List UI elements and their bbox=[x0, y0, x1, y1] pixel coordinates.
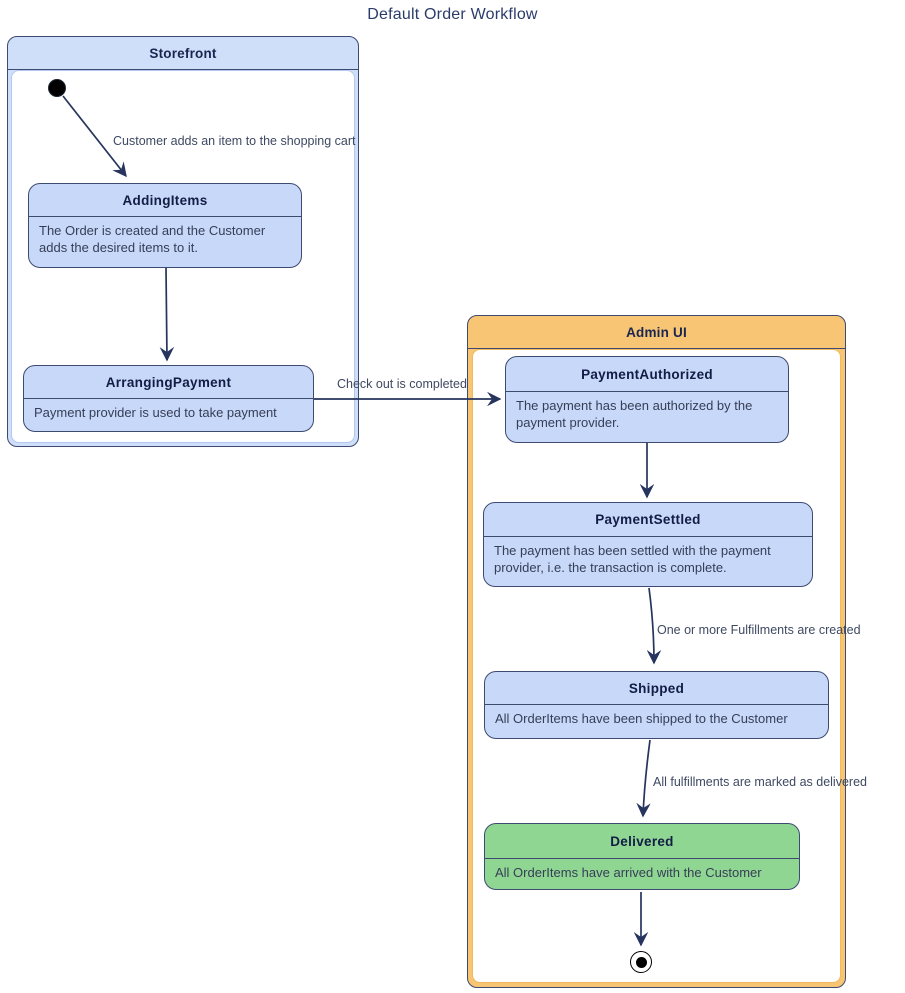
state-payment-authorized: PaymentAuthorized The payment has been a… bbox=[505, 356, 789, 443]
edge-addingitems-to-arrangingpayment bbox=[159, 267, 175, 362]
state-payment-authorized-description: The payment has been authorized by the p… bbox=[516, 398, 753, 430]
state-delivered-description: All OrderItems have arrived with the Cus… bbox=[495, 865, 762, 880]
storefront-container-title: Storefront bbox=[8, 37, 358, 70]
final-state-dot bbox=[635, 956, 647, 968]
state-shipped-title: Shipped bbox=[485, 672, 828, 705]
diagram-title: Default Order Workflow bbox=[367, 6, 538, 23]
admin-ui-container-title: Admin UI bbox=[468, 316, 845, 349]
initial-state-dot bbox=[48, 79, 66, 97]
state-delivered: Delivered All OrderItems have arrived wi… bbox=[484, 823, 800, 890]
state-arranging-payment-description: Payment provider is used to take payment bbox=[34, 405, 277, 420]
edge-shipped-to-delivered bbox=[636, 739, 651, 818]
edge-label-fulfillments-delivered: All fulfillments are marked as delivered bbox=[653, 775, 867, 789]
state-payment-settled: PaymentSettled The payment has been sett… bbox=[483, 502, 813, 587]
state-adding-items-description: The Order is created and the Customer ad… bbox=[39, 223, 266, 255]
state-payment-authorized-title: PaymentAuthorized bbox=[506, 357, 788, 392]
state-arranging-payment-title: ArrangingPayment bbox=[24, 366, 313, 399]
edge-label-customer-adds-item: Customer adds an item to the shopping ca… bbox=[113, 134, 356, 148]
edge-start-to-addingitems bbox=[62, 95, 127, 178]
edge-label-fulfillments-created: One or more Fulfillments are created bbox=[657, 623, 861, 637]
edge-paymentsettled-to-shipped bbox=[646, 587, 662, 665]
state-arranging-payment: ArrangingPayment Payment provider is use… bbox=[23, 365, 314, 432]
state-shipped: Shipped All OrderItems have been shipped… bbox=[484, 671, 829, 739]
final-state bbox=[630, 951, 652, 973]
state-adding-items: AddingItems The Order is created and the… bbox=[28, 183, 302, 268]
state-adding-items-title: AddingItems bbox=[29, 184, 301, 217]
state-payment-settled-description: The payment has been settled with the pa… bbox=[494, 543, 771, 575]
state-shipped-description: All OrderItems have been shipped to the … bbox=[495, 711, 788, 726]
edge-label-checkout-completed: Check out is completed bbox=[337, 377, 467, 391]
state-payment-settled-title: PaymentSettled bbox=[484, 503, 812, 537]
state-delivered-title: Delivered bbox=[485, 824, 799, 859]
